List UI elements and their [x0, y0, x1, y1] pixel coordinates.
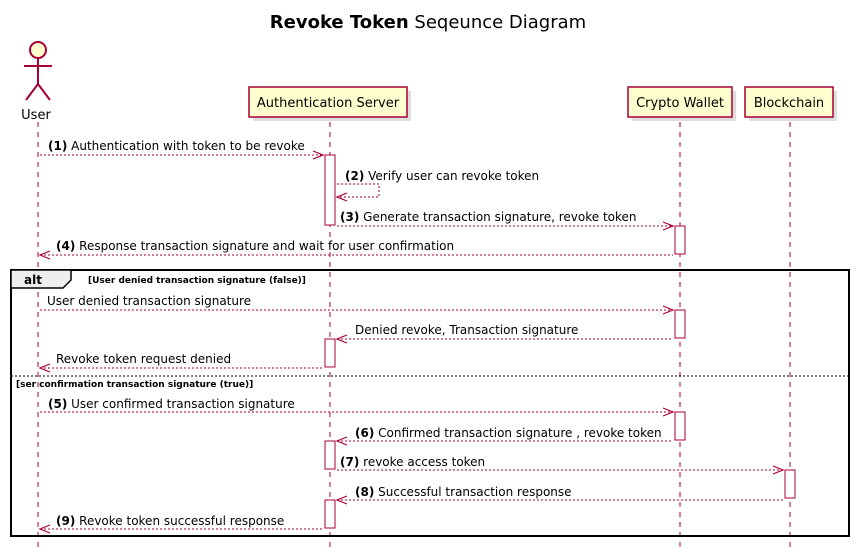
- alt-fragment-operator: alt: [24, 273, 42, 287]
- actor-leg-left: [25, 83, 39, 101]
- participant-blockchain: Blockchain: [744, 86, 837, 121]
- message-2-line: [337, 183, 380, 198]
- activation-auth-1: [324, 154, 336, 226]
- alt-message-2: Denied revoke, Transaction signature: [335, 323, 673, 344]
- diagram-title: Revoke Token Seqeunce Diagram: [270, 12, 586, 33]
- alt-message-1-label: User denied transaction signature: [47, 294, 251, 308]
- message-1-label: (1) Authentication with token to be revo…: [48, 139, 305, 153]
- activation-auth-2: [324, 338, 336, 368]
- message-2-label: (2) Verify user can revoke token: [345, 169, 539, 183]
- message-9-label: (9) Revoke token successful response: [56, 514, 284, 528]
- message-6-arrowhead: [335, 436, 348, 446]
- message-9-arrowhead: [38, 524, 51, 534]
- message-4-label: (4) Response transaction signature and w…: [56, 239, 454, 253]
- alt-fragment-frame: [10, 269, 850, 537]
- message-9: (9) Revoke token successful response: [38, 514, 323, 534]
- activation-wallet-1: [674, 225, 686, 255]
- message-5-arrowhead: [662, 407, 675, 417]
- message-7-arrowhead: [772, 465, 785, 475]
- alt-message-1-arrowhead: [662, 305, 675, 315]
- alt-message-2-label: Denied revoke, Transaction signature: [355, 323, 578, 337]
- activation-auth-4: [324, 499, 336, 529]
- title-bold: Revoke Token: [270, 12, 409, 33]
- message-7: (7) revoke access token: [337, 455, 785, 475]
- message-4-arrowhead: [38, 250, 51, 260]
- message-1-arrowhead: [312, 150, 325, 160]
- actor-leg-right: [37, 83, 51, 101]
- alt-message-1: User denied transaction signature: [40, 294, 675, 315]
- alt-fragment-tab: [10, 269, 72, 289]
- actor-head: [29, 41, 47, 59]
- message-2: (2) Verify user can revoke token: [335, 169, 539, 202]
- participant-label-auth-server: Authentication Server: [257, 96, 400, 111]
- alt-guard-1: [User denied transaction signature (fals…: [88, 276, 306, 286]
- activation-wallet-3: [674, 411, 686, 441]
- alt-guard-2: [ser confirmation transaction signature …: [16, 380, 253, 390]
- activation-auth-3: [324, 440, 336, 470]
- participant-label-user: User: [21, 108, 51, 123]
- message-5: (5) User confirmed transaction signature: [40, 397, 675, 417]
- alt-message-3-arrowhead: [38, 363, 51, 373]
- title-rest: Seqeunce Diagram: [409, 12, 587, 33]
- message-8: (8) Successful transaction response: [335, 485, 783, 505]
- participant-label-crypto-wallet: Crypto Wallet: [636, 96, 724, 111]
- activation-blockchain-1: [784, 469, 796, 499]
- message-6: (6) Confirmed transaction signature , re…: [335, 426, 673, 446]
- message-1: (1) Authentication with token to be revo…: [40, 139, 325, 160]
- message-7-label: (7) revoke access token: [340, 455, 485, 469]
- alt-message-3: Revoke token request denied: [38, 352, 323, 373]
- message-6-label: (6) Confirmed transaction signature , re…: [355, 426, 662, 440]
- actor-user: User: [21, 41, 52, 123]
- activation-wallet-2: [674, 309, 686, 339]
- message-8-arrowhead: [335, 495, 348, 505]
- participant-auth-server: Authentication Server: [248, 86, 411, 121]
- message-2-arrowhead: [335, 192, 348, 202]
- message-3-label: (3) Generate transaction signature, revo…: [340, 210, 637, 224]
- message-5-label: (5) User confirmed transaction signature: [48, 397, 295, 411]
- message-3: (3) Generate transaction signature, revo…: [337, 210, 675, 231]
- alt-message-2-arrowhead: [335, 334, 348, 344]
- message-4: (4) Response transaction signature and w…: [38, 239, 673, 260]
- message-3-arrowhead: [662, 221, 675, 231]
- alt-message-3-label: Revoke token request denied: [56, 352, 231, 366]
- participant-label-blockchain: Blockchain: [754, 96, 824, 111]
- message-8-label: (8) Successful transaction response: [355, 485, 572, 499]
- participant-crypto-wallet: Crypto Wallet: [627, 86, 736, 121]
